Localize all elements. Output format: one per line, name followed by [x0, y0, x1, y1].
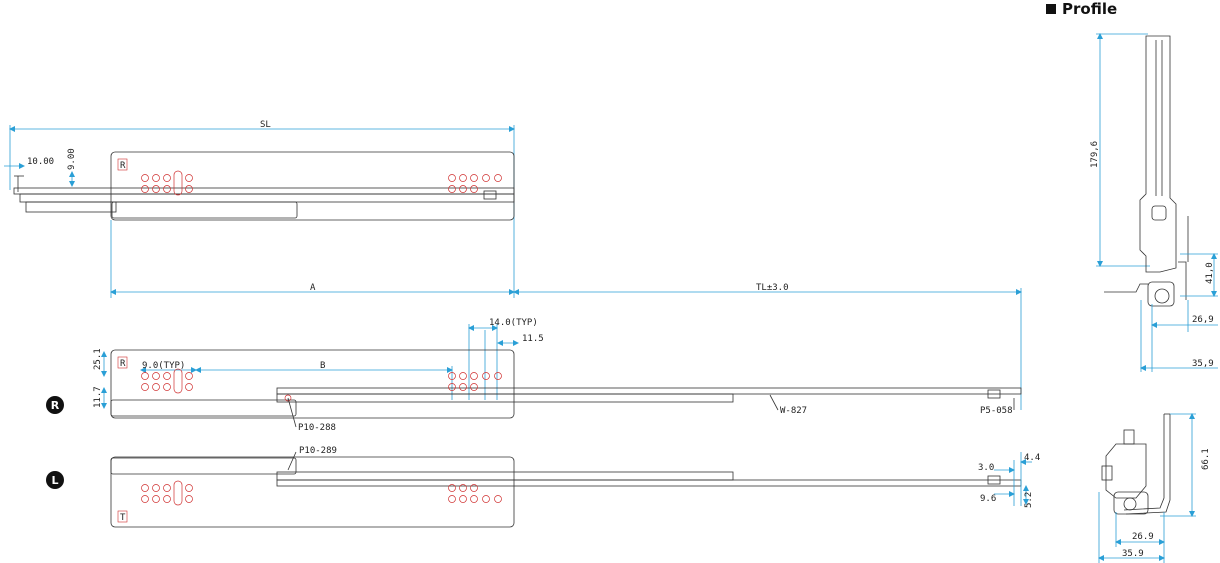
- d117-label: 11.7: [93, 386, 103, 408]
- d96-label: 9.6: [980, 494, 996, 504]
- tl-label: TL±3.0: [756, 283, 789, 293]
- d115-label: 11.5: [522, 334, 544, 344]
- square-bullet-icon: [1046, 4, 1056, 14]
- profile-body: [1139, 35, 1177, 273]
- extended-rail-l: [276, 479, 1022, 487]
- right-side-badge: R: [46, 396, 64, 414]
- p10-288-label: P10-288: [298, 423, 336, 433]
- runner-profile: [1105, 443, 1147, 499]
- profile2-w1-label: 26.9: [1132, 532, 1154, 542]
- profile-h2-label: 41,0: [1205, 262, 1215, 284]
- b-label: B: [320, 361, 325, 371]
- r-hole-group-right: [448, 372, 502, 391]
- r-hole-group-left: [141, 368, 193, 394]
- top-hole-group-left: [141, 170, 193, 196]
- d52-label: 5.2: [1024, 492, 1034, 508]
- profile-bottom-view: 66.1 26.9 35.9: [1098, 413, 1211, 563]
- right-view: 9.0(TYP) B 14.0(TYP) 11.5 25.1 11.7 R: [93, 318, 1022, 433]
- locking-device-l: [110, 457, 297, 475]
- profile-w1-label: 26,9: [1192, 315, 1214, 325]
- typ9-label: 9.0(TYP): [142, 361, 185, 371]
- d44-label: 4.4: [1024, 453, 1040, 463]
- locking-device-r: [110, 399, 297, 417]
- dim-10-label: 10.00: [27, 157, 54, 167]
- r-box-label: R: [120, 359, 126, 369]
- sl-label: SL: [260, 120, 271, 130]
- profile-header: Profile: [1046, 0, 1117, 18]
- top-hole-group-right: [448, 174, 502, 193]
- typ14-label: 14.0(TYP): [489, 318, 538, 328]
- dim-9-label: 9.00: [67, 148, 77, 170]
- profile-top-view: 179,6 41,0 26,9 35,9: [1090, 33, 1218, 372]
- p5-058-label: P5-058: [980, 406, 1013, 416]
- mounting-plate-r: [110, 349, 515, 419]
- left-side-badge: L: [46, 471, 64, 489]
- locking-device: [111, 201, 298, 219]
- p10-289-label: P10-289: [299, 446, 337, 456]
- profile-h-label: 179,6: [1090, 141, 1100, 168]
- profile-title: Profile: [1062, 0, 1118, 18]
- profile2-w2-label: 35.9: [1122, 549, 1144, 559]
- runner-rail: [13, 187, 515, 195]
- bracket-arm: [1123, 414, 1165, 511]
- d251-label: 25.1: [93, 348, 103, 370]
- mounting-plate-l: [110, 456, 515, 528]
- w827-label: W-827: [780, 406, 807, 416]
- mounting-plate: [110, 151, 515, 221]
- d30-label: 3.0: [978, 463, 994, 473]
- l-hole-group-left: [141, 480, 193, 506]
- extended-rail-r: [276, 387, 1022, 395]
- left-view: T P10-289 3.0 4.4 9.6 5.2: [110, 446, 1040, 528]
- a-label: A: [310, 283, 316, 293]
- profile-w2-label: 35,9: [1192, 359, 1214, 369]
- top-box-label: R: [120, 161, 126, 171]
- l-hole-group-right: [448, 484, 502, 503]
- l-box-label: T: [120, 513, 126, 523]
- profile2-h-label: 66.1: [1201, 448, 1211, 470]
